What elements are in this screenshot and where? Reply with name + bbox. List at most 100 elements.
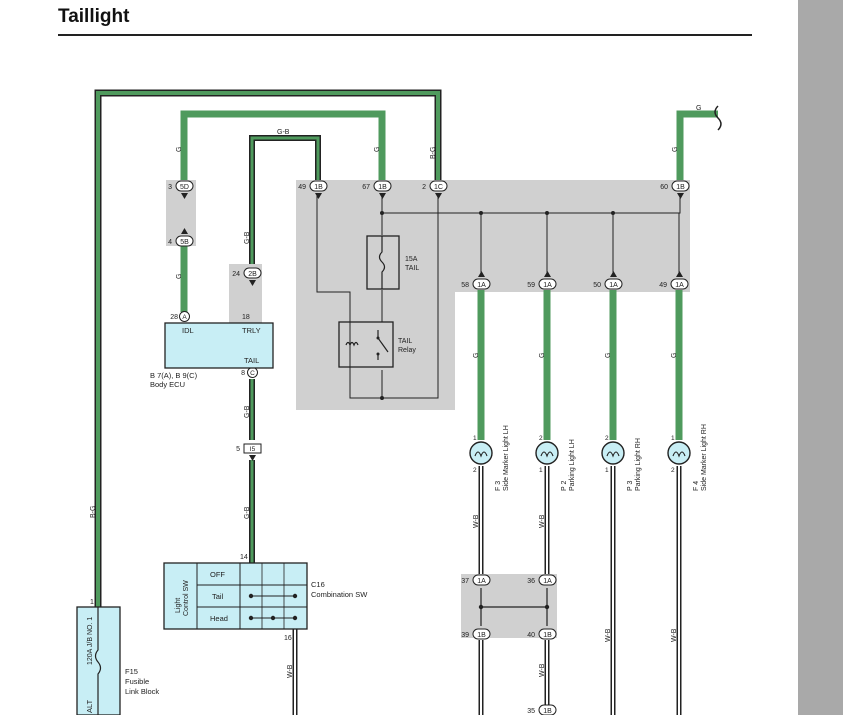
combination-switch: 14 Light Control SW OFF Tail Head C16 Co…	[163, 554, 368, 642]
svg-text:F15: F15	[125, 667, 138, 676]
svg-text:Fusible: Fusible	[125, 677, 149, 686]
lamp-pin: 1	[605, 467, 609, 474]
fusible-link-block: 1 120A J/B NO. 1 ALT F15 Fusible Link Bl…	[76, 599, 159, 715]
connector-4-5b: 4 5B	[168, 228, 194, 247]
ecu-pin-18: 18	[242, 314, 250, 321]
svg-text:14: 14	[240, 554, 248, 561]
svg-text:5B: 5B	[180, 239, 189, 246]
svg-text:5D: 5D	[180, 184, 189, 191]
lamp-code: P 3	[627, 481, 634, 491]
junction-area-main	[296, 180, 690, 410]
wire-label: G	[671, 353, 678, 358]
svg-text:1A: 1A	[543, 578, 552, 585]
lamp-name: Side Marker Light RH	[701, 424, 708, 491]
wire-label: W-B	[605, 628, 612, 642]
svg-text:3: 3	[168, 184, 172, 191]
svg-text:120A J/B NO. 1: 120A J/B NO. 1	[87, 617, 94, 665]
wire-label: G	[605, 353, 612, 358]
svg-text:1A: 1A	[609, 282, 618, 289]
svg-text:37: 37	[461, 578, 469, 585]
svg-text:49: 49	[298, 184, 306, 191]
wire-label: G	[176, 147, 183, 152]
svg-text:Combination SW: Combination SW	[311, 590, 368, 599]
connector-5-i5: 5 I5	[236, 443, 262, 461]
wire-end-break	[714, 105, 722, 131]
wire-label: W-B	[473, 514, 480, 528]
svg-text:16: 16	[284, 635, 292, 642]
svg-text:1A: 1A	[543, 282, 552, 289]
svg-text:59: 59	[527, 282, 535, 289]
wire-label: G	[672, 147, 679, 152]
svg-text:67: 67	[362, 184, 370, 191]
connector-40-1b: 40 1B	[527, 628, 557, 640]
wire-label: G-B	[244, 506, 251, 519]
wire-label: W-B	[539, 514, 546, 528]
wire-label: W-B	[287, 664, 294, 678]
wiring-diagram: G G G G G G-B G-B G-B G-B B-G B-G G G G …	[76, 89, 722, 715]
svg-text:1: 1	[90, 599, 94, 606]
svg-text:4: 4	[168, 239, 172, 246]
connector-2-1c: 2 1C	[422, 180, 448, 199]
connector-49-1b: 49 1B	[298, 180, 328, 199]
lamp-pin: 1	[671, 435, 675, 442]
svg-text:Tail: Tail	[212, 592, 224, 601]
wire-label: G-B	[244, 405, 251, 418]
lamp-name: Side Marker Light LH	[503, 425, 510, 491]
bulb-icon	[469, 441, 493, 465]
svg-text:C: C	[250, 370, 255, 377]
wire-label: G	[539, 353, 546, 358]
svg-text:1B: 1B	[676, 184, 685, 191]
page-title: Taillight	[58, 6, 130, 27]
svg-text:40: 40	[527, 632, 535, 639]
ecu-name: Body ECU	[150, 380, 185, 389]
svg-text:49: 49	[659, 282, 667, 289]
svg-text:2: 2	[422, 184, 426, 191]
svg-text:1A: 1A	[477, 578, 486, 585]
svg-text:Control SW: Control SW	[183, 580, 190, 616]
wire-label: G-B	[277, 129, 290, 136]
lamp-pin: 2	[539, 435, 543, 442]
lamp-pin: 1	[539, 467, 543, 474]
ecu-tail: TAIL	[244, 356, 259, 365]
ecu-idl: IDL	[182, 326, 194, 335]
svg-text:TAIL: TAIL	[405, 265, 419, 272]
wire-label: B-G	[430, 147, 437, 159]
svg-text:Light: Light	[175, 598, 182, 613]
viewer-scrollbar-area[interactable]	[798, 0, 843, 715]
svg-text:A: A	[182, 314, 187, 321]
lamp-code: F 4	[693, 481, 700, 491]
svg-text:35: 35	[527, 708, 535, 715]
wire-label: W-B	[671, 628, 678, 642]
connector-50-1a: 50 1A	[593, 271, 623, 290]
svg-text:1B: 1B	[378, 184, 387, 191]
wire-label: G	[374, 147, 381, 152]
svg-text:Relay: Relay	[398, 347, 416, 354]
ecu-trly: TRLY	[242, 326, 261, 335]
svg-text:50: 50	[593, 282, 601, 289]
svg-text:36: 36	[527, 578, 535, 585]
wire-label: G	[176, 274, 183, 279]
connector-39-1b: 39 1B	[461, 628, 491, 640]
svg-text:28: 28	[170, 314, 178, 321]
connector-59-1a: 59 1A	[527, 271, 557, 290]
connector-3-5d: 3 5D	[168, 180, 194, 199]
svg-text:TAIL: TAIL	[398, 338, 412, 345]
lamp-pin: 2	[473, 467, 477, 474]
svg-text:1B: 1B	[477, 632, 486, 639]
svg-text:60: 60	[660, 184, 668, 191]
wire-label: G-B	[244, 231, 251, 244]
lamp-pin: 2	[671, 467, 675, 474]
wire-g-top	[180, 110, 718, 440]
connector-35-1b: 35 1B	[527, 704, 557, 715]
svg-text:5: 5	[236, 446, 240, 453]
lamp-pin: 2	[605, 435, 609, 442]
wire-label: B-G	[90, 506, 97, 518]
connector-8-c: 8 C	[241, 367, 258, 378]
svg-text:39: 39	[461, 632, 469, 639]
svg-text:C16: C16	[311, 580, 325, 589]
svg-text:1B: 1B	[543, 632, 552, 639]
connector-37-1a: 37 1A	[461, 574, 491, 586]
svg-text:1C: 1C	[434, 184, 443, 191]
tail-relay: TAIL Relay	[338, 321, 416, 368]
